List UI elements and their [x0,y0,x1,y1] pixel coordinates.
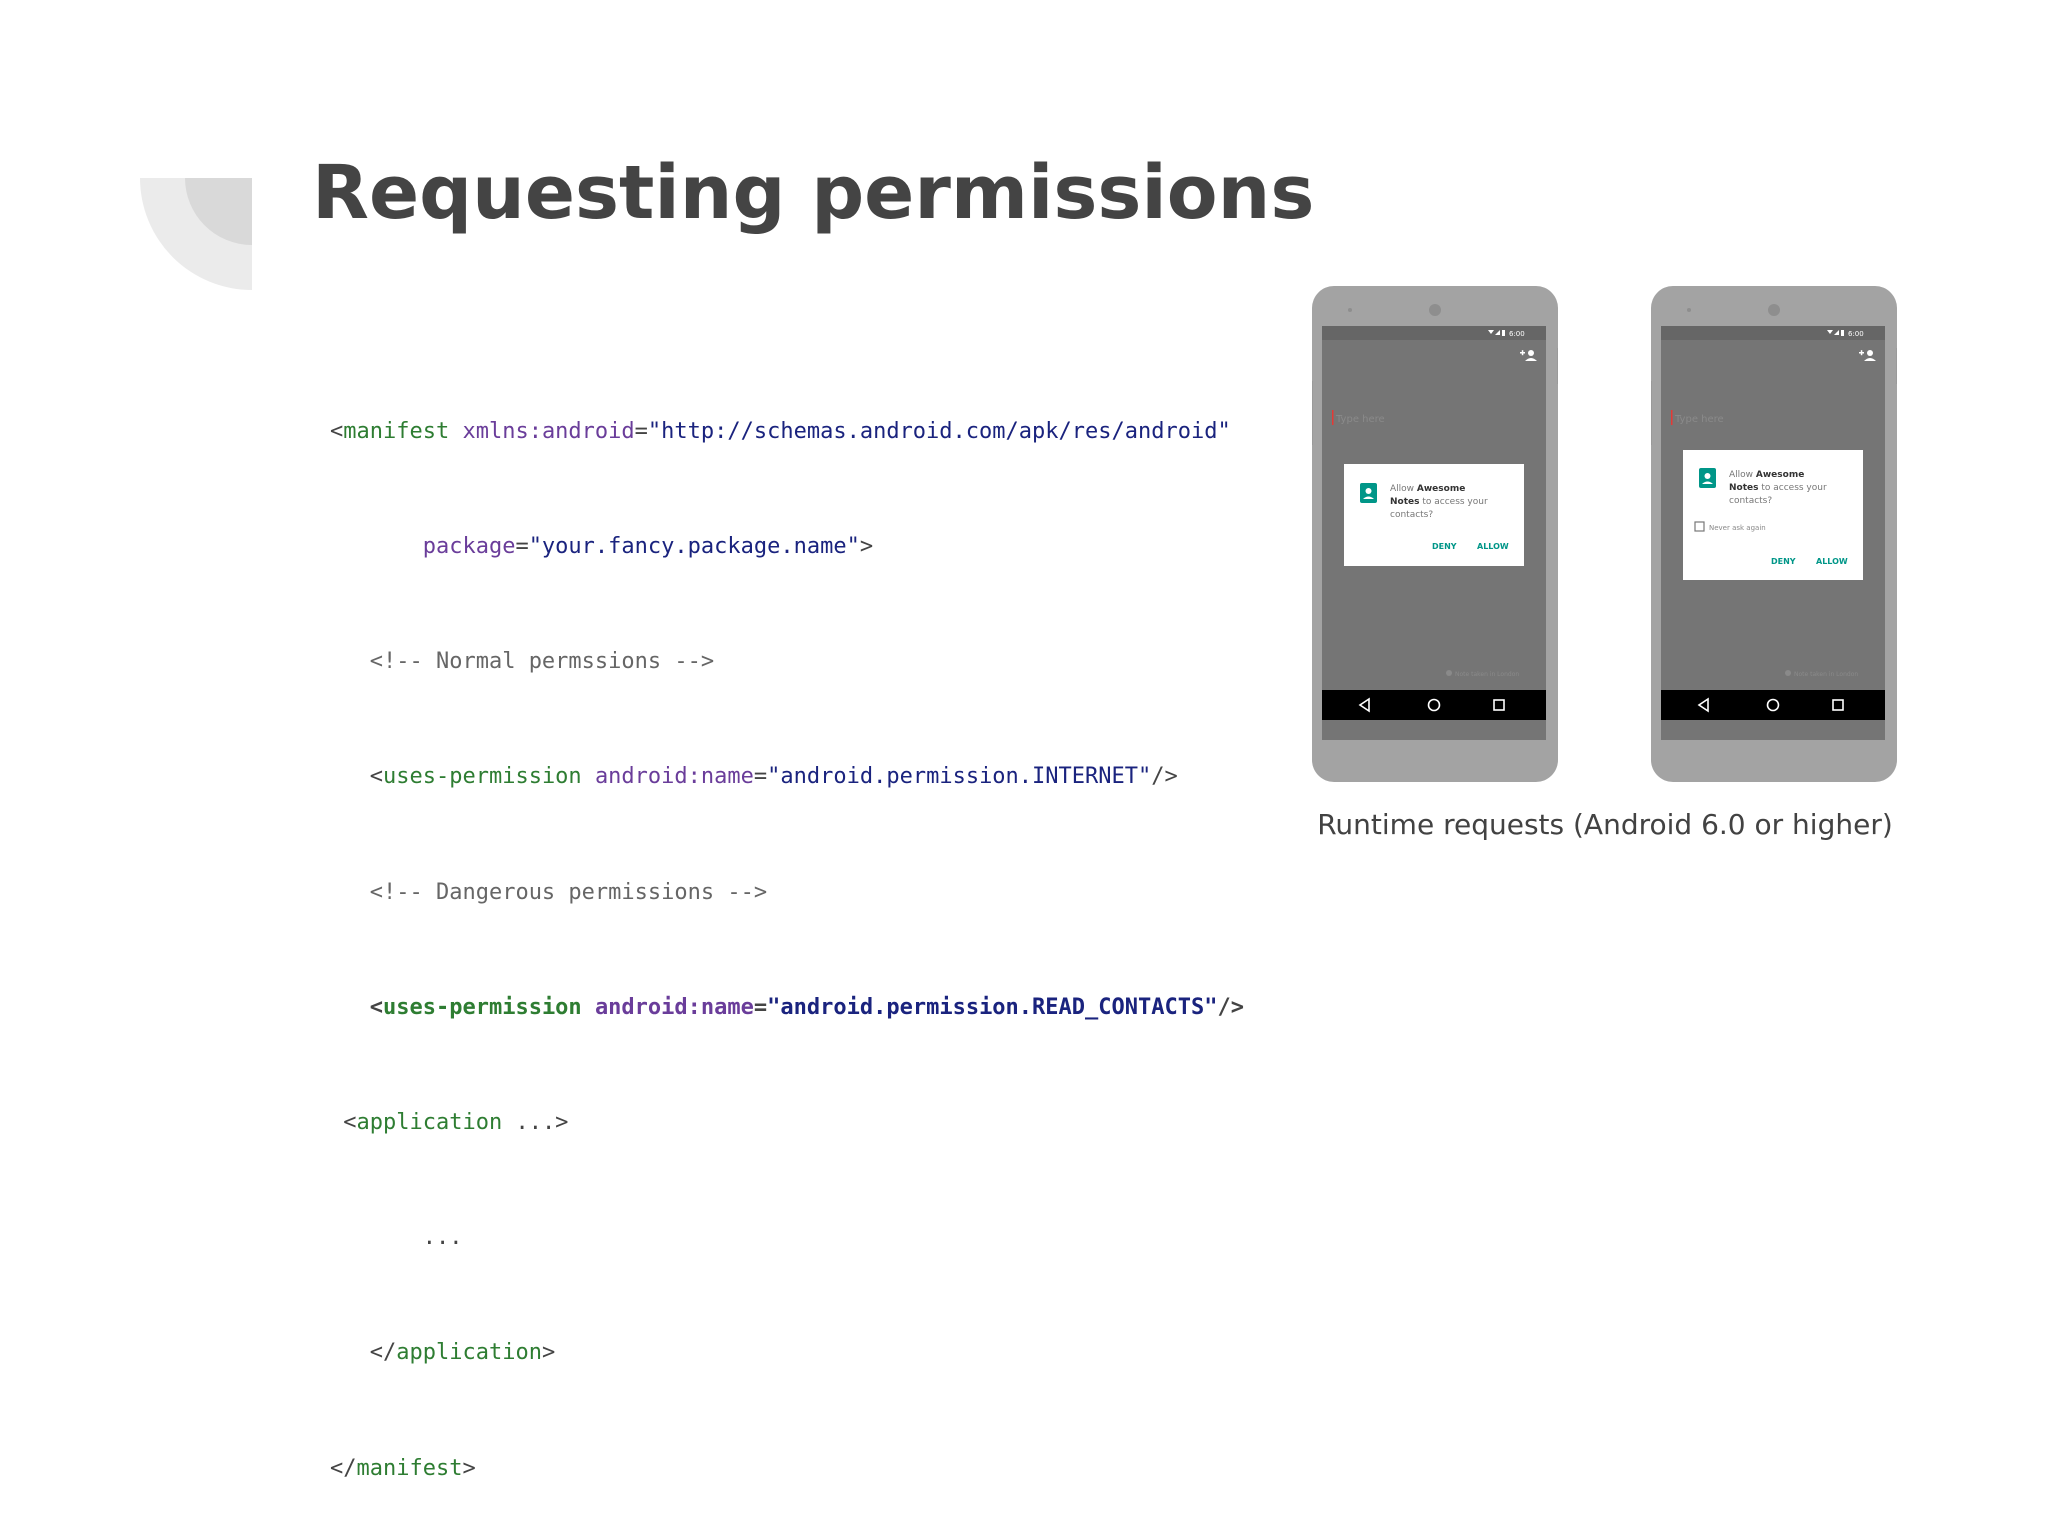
location-pin-icon [1446,670,1452,676]
nav-bar [1661,690,1885,720]
code-line-5: <!-- Dangerous permissions --> [369,879,768,905]
location-hint: Note taken in London [1794,671,1858,678]
code-line-9: </application> [369,1340,556,1366]
code-line-10: </manifest> [330,1455,476,1481]
nav-bar [1322,690,1546,720]
code-line-3: <!-- Normal permssions --> [369,649,715,675]
add-contact-icon[interactable] [1859,350,1876,361]
allow-button[interactable]: ALLOW [1816,557,1848,566]
phone-mockup-1: 6:00 Type here Allow Awesome Notes to ac… [1312,286,1558,782]
recents-icon[interactable] [1832,699,1844,711]
location-pin-icon [1785,670,1791,676]
allow-button[interactable]: ALLOW [1477,542,1509,551]
deny-button[interactable]: DENY [1771,557,1796,566]
decorative-quarter-circle [140,178,252,290]
status-time: 6:00 [1509,330,1525,338]
svg-text:Allow Awesome: Allow Awesome [1390,484,1465,494]
input-placeholder[interactable]: Type here [1335,414,1385,425]
phones-caption: Runtime requests (Android 6.0 or higher) [1317,808,1893,841]
status-time: 6:00 [1848,330,1864,338]
slide-title: Requesting permissions [312,150,1315,236]
location-hint: Note taken in London [1455,671,1519,678]
back-icon[interactable] [1358,697,1370,713]
code-line-8: ... [422,1225,463,1251]
never-ask-checkbox[interactable] [1694,521,1705,532]
code-line-7: <application ...> [343,1110,569,1136]
code-line-1: <manifest xmlns:android="http://schemas.… [330,418,1231,444]
status-bar-icons [1827,330,1844,336]
input-placeholder[interactable]: Type here [1674,414,1724,425]
svg-text:Notes to access your: Notes to access your [1390,497,1488,507]
status-bar-icons [1488,330,1505,336]
back-icon[interactable] [1697,697,1709,713]
svg-text:Notes to access your: Notes to access your [1729,483,1827,493]
camera-icon [1768,304,1780,316]
add-contact-icon[interactable] [1520,350,1537,361]
code-line-6: <uses-permission android:name="android.p… [369,994,1244,1020]
camera-icon [1429,304,1441,316]
home-icon[interactable] [1427,698,1441,712]
contacts-icon [1699,468,1716,488]
svg-text:contacts?: contacts? [1390,510,1433,520]
code-line-2: package="your.fancy.package.name"> [422,534,874,560]
deny-button[interactable]: DENY [1432,542,1457,551]
svg-text:contacts?: contacts? [1729,496,1772,506]
svg-text:Allow Awesome: Allow Awesome [1729,470,1804,480]
code-line-4: <uses-permission android:name="android.p… [369,764,1178,790]
recents-icon[interactable] [1493,699,1505,711]
never-ask-label: Never ask again [1709,524,1766,532]
phone-mockup-2: 6:00 Type here Allow Awesome Notes to ac… [1651,286,1897,782]
home-icon[interactable] [1766,698,1780,712]
permission-dialog: Allow Awesome Notes to access your conta… [1344,464,1524,566]
permission-dialog: Allow Awesome Notes to access your conta… [1683,450,1863,580]
contacts-icon [1360,483,1377,503]
manifest-code-block: <manifest xmlns:android="http://schemas.… [330,336,1244,1526]
